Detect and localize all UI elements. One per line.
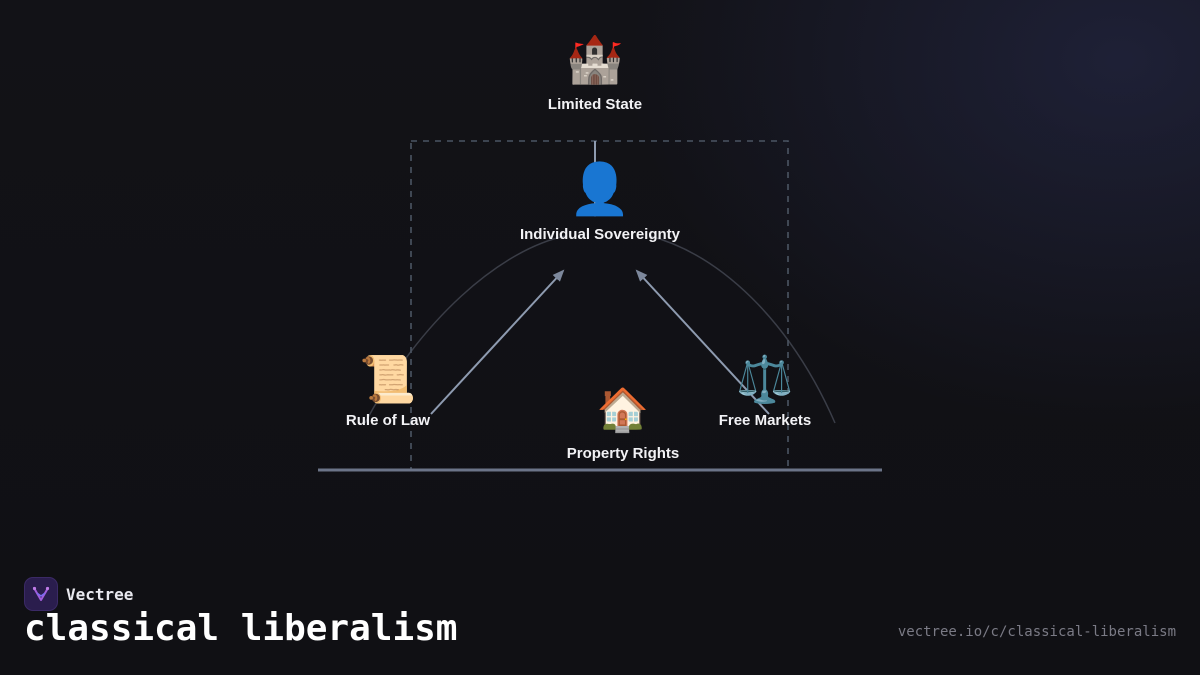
node-label: Property Rights [566, 445, 680, 462]
node-free-markets[interactable]: ⚖️ Free Markets [719, 356, 812, 429]
node-label: Rule of Law [345, 412, 431, 429]
background-arc [649, 235, 836, 424]
node-label: Free Markets [718, 412, 812, 429]
node-rule-of-law[interactable]: 📜 Rule of Law [346, 356, 430, 429]
castle-icon: 🏰 [566, 33, 624, 85]
house-icon: 🏠 [596, 386, 650, 433]
dashed-boundary-box [410, 140, 789, 471]
vectree-logo-icon [24, 577, 58, 611]
node-individual-sovereignty[interactable]: 👤 Individual Sovereignty [520, 164, 680, 243]
scroll-icon: 📜 [359, 353, 417, 405]
edge-free-markets-to-individual-sovereignty [635, 269, 770, 415]
page-title: classical liberalism [24, 608, 458, 649]
brand[interactable]: Vectree [24, 577, 133, 611]
node-label: Limited State [547, 96, 643, 113]
brand-name: Vectree [66, 584, 134, 604]
balance-scale-icon: ⚖️ [736, 353, 794, 405]
node-label: Individual Sovereignty [519, 226, 681, 243]
person-silhouette-icon: 👤 [568, 161, 632, 217]
node-property-rights[interactable]: 🏠 Property Rights [566, 386, 680, 463]
node-limited-state[interactable]: 🏰 Limited State [548, 36, 642, 113]
edge-rule-of-law-to-individual-sovereignty [430, 269, 565, 415]
background-arc [364, 235, 566, 424]
page-url[interactable]: vectree.io/c/classical-liberalism [897, 624, 1176, 640]
